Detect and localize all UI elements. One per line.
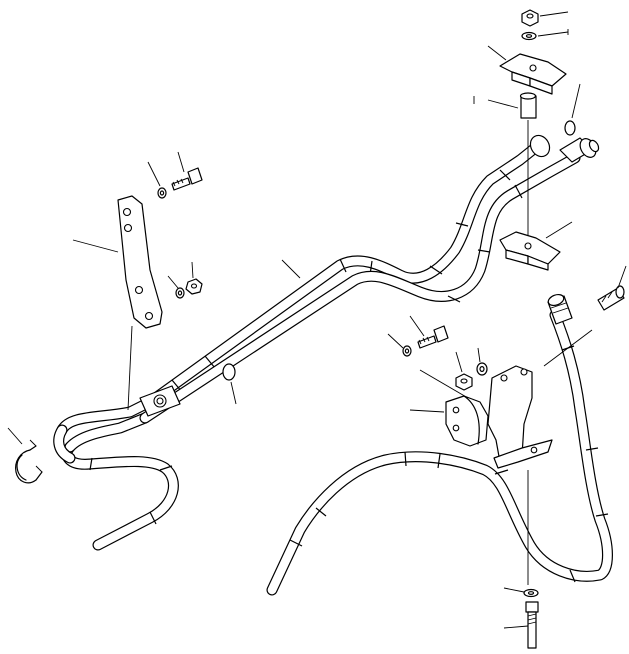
bracket-center <box>487 365 553 469</box>
clip-center <box>445 395 489 447</box>
clamp-top <box>499 53 567 95</box>
washer-upper-left <box>157 187 167 199</box>
clamp-bottom <box>499 231 561 271</box>
elbow-fitting <box>597 285 625 311</box>
leader-lines <box>7 11 627 629</box>
washer-center-2 <box>476 362 488 376</box>
bolt-bottom <box>525 601 539 649</box>
left-bracket <box>117 195 163 411</box>
bolt-center <box>417 325 449 349</box>
u-bolt <box>15 439 43 484</box>
o-ring <box>564 120 576 136</box>
washer-top <box>521 31 537 41</box>
nut-top <box>521 9 539 27</box>
nut-left <box>185 278 203 295</box>
washer-center <box>402 345 412 357</box>
washer-bottom <box>523 588 539 598</box>
swivel-fitting <box>139 385 181 417</box>
left-lower-tube <box>61 412 179 551</box>
spacer-sleeve <box>519 92 537 235</box>
tube-end-fittings <box>529 134 600 163</box>
o-ring-mid <box>222 363 236 381</box>
main-tube-upper <box>144 142 541 408</box>
main-tube-lower <box>139 152 581 424</box>
washer-left <box>175 287 185 299</box>
right-lower-tube <box>266 309 613 596</box>
left-lower-tube-2 <box>53 396 156 464</box>
bolt-upper-left <box>171 167 203 191</box>
nut-center <box>455 373 473 391</box>
hose-end-fitting <box>547 293 573 325</box>
